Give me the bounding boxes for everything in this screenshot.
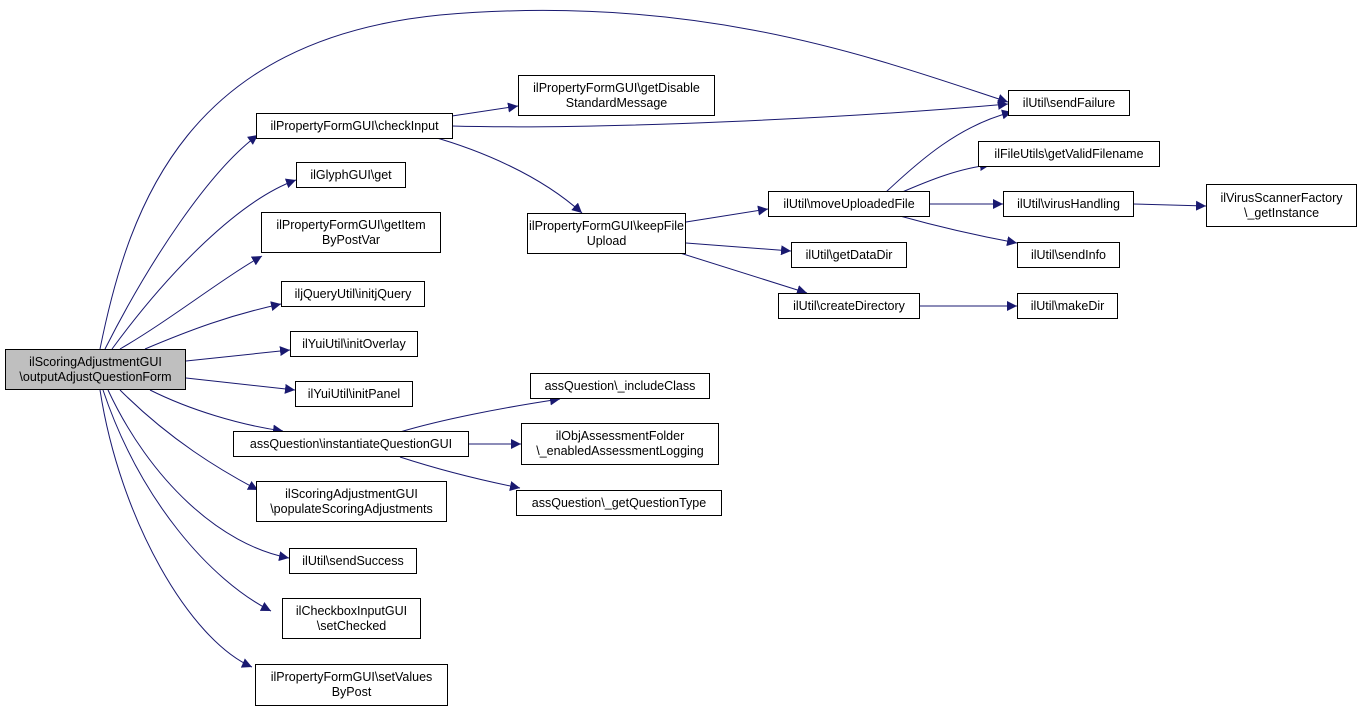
node-makedir[interactable]: ilUtil\makeDir	[1017, 293, 1118, 319]
node-label: ByPostVar	[321, 232, 381, 247]
node-label: assQuestion\instantiateQuestionGUI	[249, 436, 453, 451]
edge-root-getItemByPostVar	[119, 255, 263, 350]
node-sendfailure[interactable]: ilUtil\sendFailure	[1008, 90, 1130, 116]
node-label: ilPropertyFormGUI\getDisable	[533, 80, 700, 95]
node-label: ilVirusScannerFactory	[1220, 190, 1343, 205]
edge-checkInput-keepFile	[429, 135, 583, 214]
edge-move-sendFailure	[884, 109, 1013, 194]
edge-keepFile-createDirectory	[679, 252, 808, 295]
edge-move-getValidFilename	[899, 161, 991, 194]
edge-keepFile-moveUploaded	[685, 205, 769, 223]
node-label: \_getInstance	[1243, 205, 1320, 220]
node-setchecked[interactable]: ilCheckboxInputGUI \setChecked	[282, 598, 421, 639]
node-label: StandardMessage	[565, 95, 668, 110]
node-label: ilUtil\getDataDir	[805, 247, 893, 262]
node-getdisablestandardmessage[interactable]: ilPropertyFormGUI\getDisable StandardMes…	[518, 75, 715, 116]
node-label: ilUtil\makeDir	[1030, 298, 1105, 313]
node-label: ilUtil\createDirectory	[793, 298, 905, 313]
node-label: ilCheckboxInputGUI	[295, 603, 408, 618]
edge-checkInput-getDisable	[451, 102, 519, 117]
node-getquestiontype[interactable]: assQuestion\_getQuestionType	[516, 490, 722, 516]
edge-root-initOverlay	[185, 346, 291, 362]
edge-root-initPanel	[185, 377, 296, 394]
edge-instantiate-includeClass	[399, 395, 561, 433]
node-moveuploadedfile[interactable]: ilUtil\moveUploadedFile	[768, 191, 930, 217]
node-label: ilObjAssessmentFolder	[555, 429, 685, 443]
node-setvaluesbypost[interactable]: ilPropertyFormGUI\setValues ByPost	[255, 664, 448, 706]
edge-root-instantiate	[149, 389, 284, 435]
node-initjquery[interactable]: iljQueryUtil\initjQuery	[281, 281, 425, 307]
node-label: ByPost	[331, 685, 372, 699]
node-label: ilPropertyFormGUI\checkInput	[270, 118, 439, 133]
node-label: ilPropertyFormGUI\keepFile	[529, 218, 684, 233]
edge-root-sendFailure	[99, 9, 1009, 350]
edge-keepFile-getDataDir	[685, 242, 792, 256]
node-label: iljQueryUtil\initjQuery	[294, 286, 412, 301]
edge-virus-getInstance	[1132, 200, 1207, 211]
node-includeclass[interactable]: assQuestion\_includeClass	[530, 373, 710, 399]
node-label: ilYuiUtil\initPanel	[307, 386, 401, 401]
edge-root-checkInput	[104, 134, 259, 350]
node-getinstance[interactable]: ilVirusScannerFactory \_getInstance	[1206, 184, 1357, 227]
node-label: \setChecked	[316, 618, 387, 633]
node-virushandling[interactable]: ilUtil\virusHandling	[1003, 191, 1134, 217]
edge-root-glyphGet	[111, 178, 297, 350]
node-label: ilPropertyFormGUI\getItem	[276, 217, 426, 232]
edge-root-populate	[119, 389, 259, 491]
node-label: ilUtil\sendInfo	[1030, 247, 1107, 262]
node-label: \_enabledAssessmentLogging	[536, 444, 704, 458]
node-label: ilScoringAdjustmentGUI	[285, 486, 418, 501]
node-label: assQuestion\_includeClass	[544, 378, 696, 393]
edge-root-setChecked	[102, 389, 272, 612]
node-enabledassessmentlogging[interactable]: ilObjAssessmentFolder \_enabledAssessmen…	[521, 423, 719, 465]
edge-instantiate-getQuestionType	[399, 456, 521, 491]
node-label: Upload	[586, 233, 627, 248]
node-glyphget[interactable]: ilGlyphGUI\get	[296, 162, 406, 188]
node-label: \outputAdjustQuestionForm	[19, 369, 172, 384]
node-label: ilUtil\sendSuccess	[302, 553, 404, 568]
node-label: ilFileUtils\getValidFilename	[994, 146, 1144, 161]
node-label: ilUtil\moveUploadedFile	[783, 196, 915, 211]
node-label: ilGlyphGUI\get	[310, 167, 392, 182]
node-populatescoringadjustments[interactable]: ilScoringAdjustmentGUI \populateScoringA…	[256, 481, 447, 522]
edge-root-sendSuccess	[107, 389, 290, 562]
edge-move-sendInfo	[899, 215, 1018, 247]
node-root-outputadjustquestionform: ilScoringAdjustmentGUI \outputAdjustQues…	[5, 349, 186, 390]
node-keepfileupload[interactable]: ilPropertyFormGUI\keepFile Upload	[527, 213, 686, 254]
node-createdirectory[interactable]: ilUtil\createDirectory	[778, 293, 920, 319]
node-label: ilUtil\sendFailure	[1022, 95, 1116, 110]
node-label: ilScoringAdjustmentGUI	[29, 354, 162, 369]
node-label: ilPropertyFormGUI\setValues	[270, 670, 433, 684]
node-label: assQuestion\_getQuestionType	[531, 495, 707, 510]
node-label: ilYuiUtil\initOverlay	[302, 336, 406, 351]
node-getvalidfilename[interactable]: ilFileUtils\getValidFilename	[978, 141, 1160, 167]
node-label: \populateScoringAdjustments	[270, 501, 433, 516]
node-sendsuccess[interactable]: ilUtil\sendSuccess	[289, 548, 417, 574]
node-getitembypostvar[interactable]: ilPropertyFormGUI\getItem ByPostVar	[261, 212, 441, 253]
node-initpanel[interactable]: ilYuiUtil\initPanel	[295, 381, 413, 407]
node-getdatadir[interactable]: ilUtil\getDataDir	[791, 242, 907, 268]
node-checkinput[interactable]: ilPropertyFormGUI\checkInput	[256, 113, 453, 139]
edge-root-setValuesByPost	[99, 389, 253, 668]
node-initoverlay[interactable]: ilYuiUtil\initOverlay	[290, 331, 418, 357]
edge-root-initjQuery	[144, 301, 282, 350]
node-instantiatequestiongui[interactable]: assQuestion\instantiateQuestionGUI	[233, 431, 469, 457]
node-sendinfo[interactable]: ilUtil\sendInfo	[1017, 242, 1120, 268]
node-label: ilUtil\virusHandling	[1017, 196, 1120, 211]
edge-checkInput-sendFailure	[451, 99, 1009, 128]
